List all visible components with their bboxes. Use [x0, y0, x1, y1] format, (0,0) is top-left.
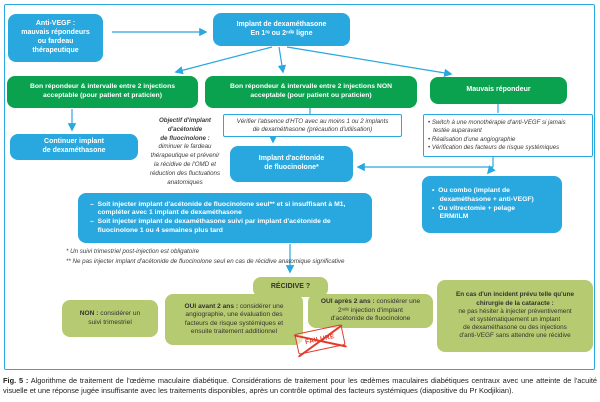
cataract-incident-title: En cas d'un incident prévu telle qu'une … [455, 291, 575, 307]
figure-caption: Fig. 5 : Algorithme de traitement de l'œ… [3, 376, 597, 396]
recidive-decision-box: RÉCIDIVE ? [253, 277, 328, 297]
cataract-incident-box: En cas d'un incident prévu telle qu'une … [437, 280, 593, 352]
no-recurrence-text: NON : considérer un suivi trimestriel [80, 310, 140, 327]
no-recurrence-body: considérer un suivi trimestriel [88, 310, 141, 326]
figure-caption-label: Fig. 5 : [3, 376, 29, 385]
dexamethasone-implant-title: Implant de dexaméthasone [236, 20, 327, 28]
injection-strategy-text: – Soit injecter implant d'acétonide de f… [90, 200, 346, 234]
flowchart-border [4, 4, 595, 370]
good-responder-not-acceptable-text: Bon répondeur & intervalle entre 2 injec… [229, 83, 393, 99]
yes-after-2-years-label: OUI après 2 ans : [320, 298, 375, 306]
continue-dexamethasone-text: Continuer implant de dexaméthasone [42, 138, 106, 154]
anti-vegf-box: Anti-VEGF : mauvais répondeurs ou fardea… [8, 14, 103, 62]
recidive-text: RÉCIDIVE ? [270, 282, 311, 290]
poor-responder-text: Mauvais répondeur [466, 86, 531, 94]
connector-implant-to-good-ok [174, 46, 273, 75]
switch-options-text: • Switch à une monothérapie d'anti-VEGF … [428, 119, 566, 151]
switch-options-note: • Switch à une monothérapie d'anti-VEGF … [423, 114, 593, 157]
check-hto-note: Vérifier l'absence d'HTO avec au moins 1… [223, 114, 402, 137]
footnote-quarterly-followup: * Un suivi trimestriel post-injection es… [66, 248, 200, 255]
fluocinolone-implant-text: Implant d'acétonide de fluocinolone* [258, 155, 325, 171]
figure-caption-text: Algorithme de traitement de l'œdème macu… [3, 376, 597, 396]
yes-after-2-years-box: OUI après 2 ans : considérer une 2ⁿᵈᵉ in… [308, 294, 433, 328]
yes-before-2-years-text: OUI avant 2 ans : considérer une angiogr… [185, 303, 284, 337]
check-hto-text: Vérifier l'absence d'HTO avec au moins 1… [236, 117, 389, 133]
combo-options-box: • Ou combo (implant de dexaméthasone + a… [422, 176, 562, 233]
yes-before-2-years-body: considérer une angiographie, une évaluat… [184, 302, 284, 335]
connector-implant-to-poor [286, 46, 453, 78]
good-responder-not-acceptable-box: Bon répondeur & intervalle entre 2 injec… [205, 76, 417, 108]
yes-after-2-years-text: OUI après 2 ans : considérer une 2ⁿᵈᵉ in… [321, 298, 420, 323]
good-responder-acceptable-box: Bon répondeur & intervalle entre 2 injec… [7, 76, 198, 108]
yes-before-2-years-label: OUI avant 2 ans : [184, 302, 239, 310]
anti-vegf-body: mauvais répondeurs ou fardeau thérapeuti… [21, 29, 90, 54]
fluocinolone-objective-title: Objectif d'implant d'acétonide de fluoci… [158, 117, 211, 142]
connector-implant-to-good-not-ok [277, 46, 287, 74]
poor-responder-box: Mauvais répondeur [430, 77, 567, 104]
injection-strategy-box: – Soit injecter implant d'acétonide de f… [78, 193, 372, 243]
continue-dexamethasone-box: Continuer implant de dexaméthasone [10, 134, 138, 160]
footnotes: * Un suivi trimestriel post-injection es… [66, 247, 386, 267]
fluocinolone-objective-note: Objectif d'implant d'acétonide de fluoci… [133, 117, 237, 187]
good-responder-acceptable-text: Bon répondeur & intervalle entre 2 injec… [29, 83, 176, 99]
dexamethasone-implant-line: En 1ʳᵉ ou 2ⁿᵈᵉ ligne [250, 29, 313, 37]
no-recurrence-box: NON : considérer un suivi trimestriel [62, 300, 158, 337]
dexamethasone-implant-box: Implant de dexaméthasone En 1ʳᵉ ou 2ⁿᵈᵉ … [213, 13, 350, 46]
cataract-incident-body: ne pas hésiter à injecter préventivement… [458, 307, 572, 340]
no-recurrence-label: NON : [79, 310, 99, 318]
yes-after-2-years-body: considérer une 2ⁿᵈᵉ injection d'implant … [330, 298, 421, 323]
anti-vegf-title: Anti-VEGF : [35, 20, 76, 28]
connector-switch-to-combo [486, 165, 496, 175]
fluocinolone-objective-body: diminuer le fardeau thérapeutique et pré… [149, 143, 221, 186]
combo-options-text: • Ou combo (implant de dexaméthasone + a… [432, 187, 534, 221]
yes-before-2-years-box: OUI avant 2 ans : considérer une angiogr… [165, 294, 303, 345]
fluocinolone-implant-box: Implant d'acétonide de fluocinolone* [230, 146, 353, 182]
footnote-no-fluocinolone-alone: ** Ne pas injecter implant d'acétonide d… [66, 258, 345, 266]
